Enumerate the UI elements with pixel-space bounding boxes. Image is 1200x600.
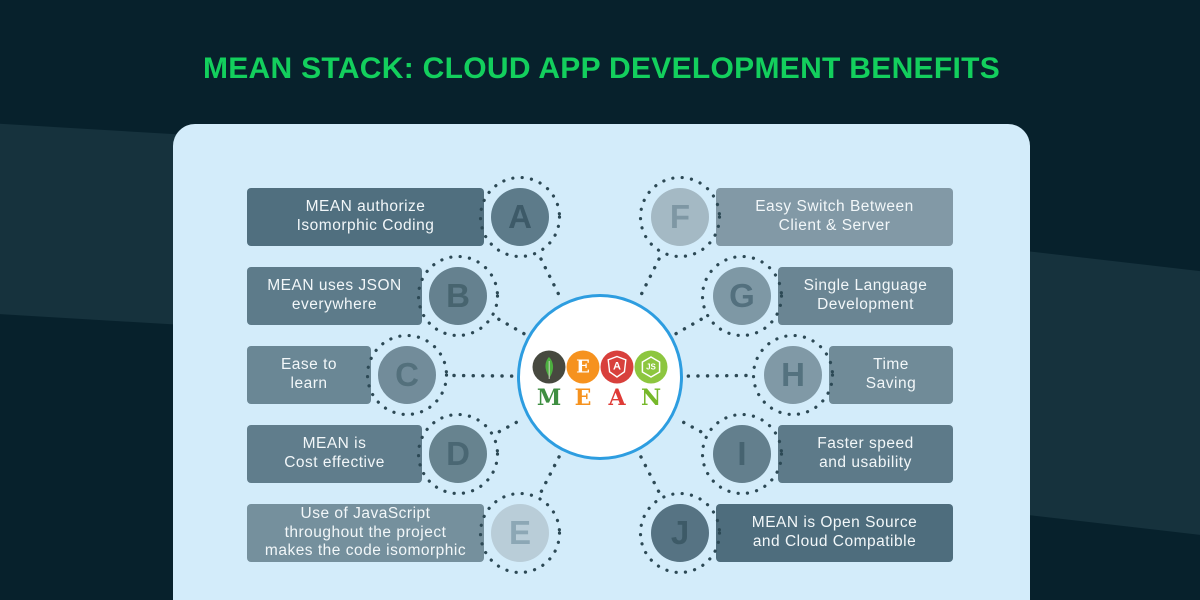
- letter-circle-I: I: [713, 425, 771, 483]
- benefit-label-B: MEAN uses JSON everywhere: [267, 277, 402, 313]
- benefit-bar-I: Faster speed and usability: [778, 425, 953, 483]
- letter-circle-H: H: [764, 346, 822, 404]
- svg-text:JS: JS: [646, 362, 656, 371]
- benefit-bar-D: MEAN is Cost effective: [247, 425, 422, 483]
- letter-circle-F: F: [651, 188, 709, 246]
- benefit-bar-F: Easy Switch Between Client & Server: [716, 188, 953, 246]
- benefit-label-J: MEAN is Open Source and Cloud Compatible: [751, 514, 918, 550]
- benefit-bar-A: MEAN authorize Isomorphic Coding: [247, 188, 484, 246]
- mean-letter-A: A: [608, 384, 626, 411]
- mean-letter-M: M: [536, 384, 562, 411]
- benefit-label-I: Faster speed and usability: [817, 435, 914, 471]
- letter-circle-A: A: [491, 188, 549, 246]
- stack-icons-row: E A JS: [532, 350, 668, 384]
- letter-circle-C: C: [378, 346, 436, 404]
- angular-shield-icon: A: [600, 350, 634, 383]
- benefit-bar-C: Ease to learn: [247, 346, 371, 404]
- benefit-bar-G: Single Language Development: [778, 267, 953, 325]
- benefit-label-H: Time Saving: [865, 356, 917, 392]
- benefit-label-G: Single Language Development: [803, 277, 928, 313]
- mean-letter-N: N: [640, 384, 662, 411]
- svg-text:E: E: [576, 356, 590, 377]
- benefit-bar-B: MEAN uses JSON everywhere: [247, 267, 422, 325]
- nodejs-hexagon-icon: JS: [634, 350, 668, 383]
- page-title: MEAN STACK: CLOUD APP DEVELOPMENT BENEFI…: [202, 52, 1001, 85]
- letter-circle-J: J: [651, 504, 709, 562]
- benefit-label-F: Easy Switch Between Client & Server: [755, 198, 914, 234]
- benefit-bar-H: Time Saving: [829, 346, 953, 404]
- benefit-label-D: MEAN is Cost effective: [284, 435, 385, 471]
- svg-text:A: A: [613, 360, 621, 372]
- express-e-icon: E: [566, 350, 600, 383]
- mongodb-leaf-icon: [532, 350, 566, 383]
- letter-circle-G: G: [713, 267, 771, 325]
- mean-letter-E: E: [574, 384, 592, 411]
- letter-circle-D: D: [429, 425, 487, 483]
- benefit-bar-J: MEAN is Open Source and Cloud Compatible: [716, 504, 953, 562]
- benefit-label-C: Ease to learn: [280, 356, 338, 392]
- benefit-bar-E: Use of JavaScript throughout the project…: [247, 504, 484, 562]
- letter-circle-B: B: [429, 267, 487, 325]
- benefit-label-E: Use of JavaScript throughout the project…: [264, 505, 467, 560]
- benefit-label-A: MEAN authorize Isomorphic Coding: [296, 198, 435, 234]
- letter-circle-E: E: [491, 504, 549, 562]
